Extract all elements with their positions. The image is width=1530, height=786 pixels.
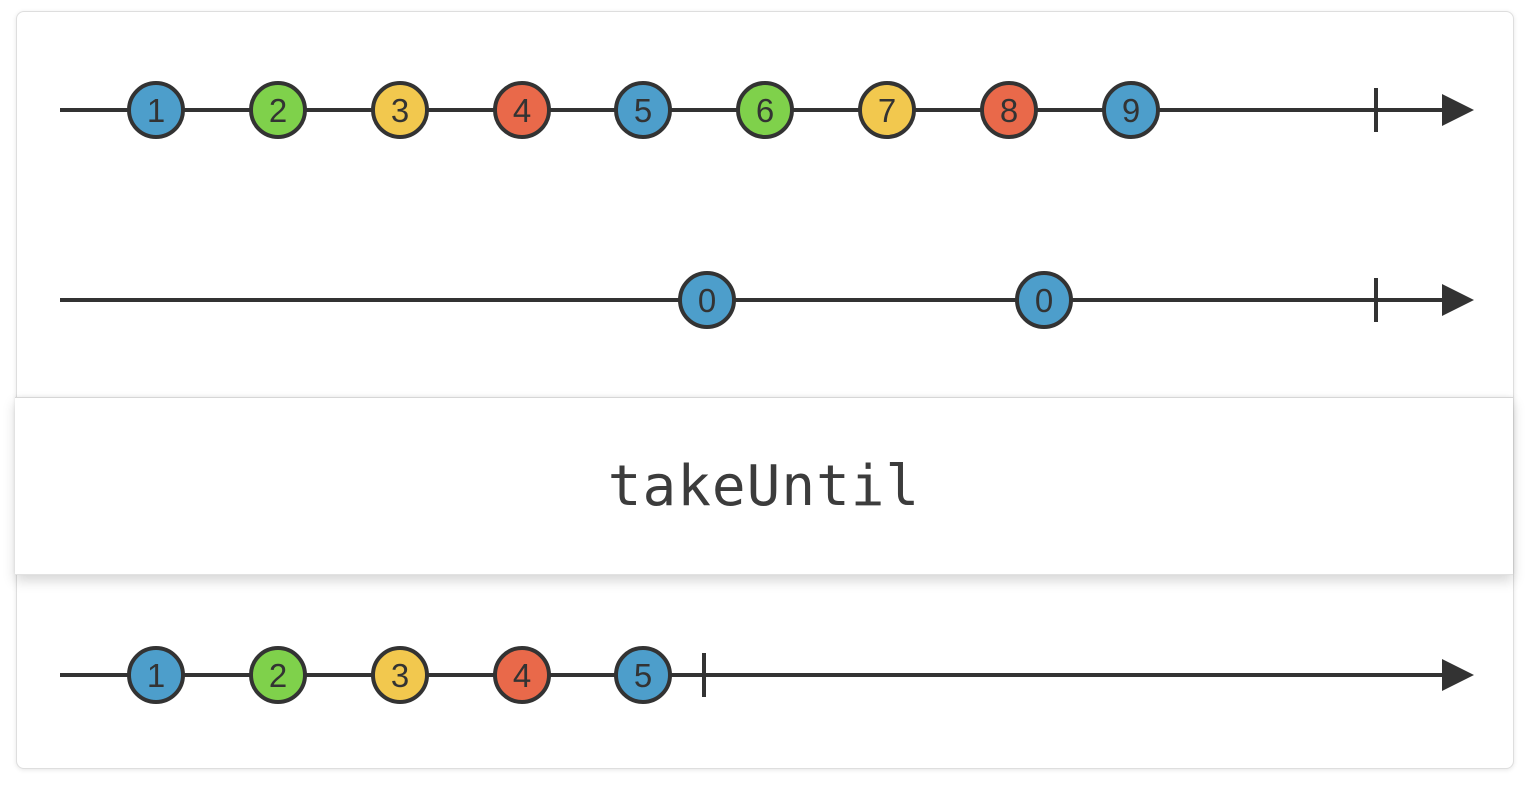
marble bbox=[371, 646, 429, 704]
marble[interactable] bbox=[980, 81, 1038, 139]
operator-label: takeUntil bbox=[607, 453, 921, 519]
arrow-head-icon bbox=[1442, 284, 1474, 316]
marble[interactable] bbox=[1015, 271, 1073, 329]
marble[interactable] bbox=[249, 81, 307, 139]
marble[interactable] bbox=[736, 81, 794, 139]
marble[interactable] bbox=[858, 81, 916, 139]
arrow-head-icon bbox=[1442, 94, 1474, 126]
marble[interactable] bbox=[614, 81, 672, 139]
marble bbox=[493, 646, 551, 704]
marble bbox=[614, 646, 672, 704]
marble[interactable] bbox=[493, 81, 551, 139]
marble[interactable] bbox=[127, 81, 185, 139]
marble bbox=[249, 646, 307, 704]
marble bbox=[127, 646, 185, 704]
operator-box: takeUntil bbox=[15, 397, 1513, 575]
marble[interactable] bbox=[371, 81, 429, 139]
arrow-head-icon bbox=[1442, 659, 1474, 691]
marble[interactable] bbox=[1102, 81, 1160, 139]
marble[interactable] bbox=[678, 271, 736, 329]
